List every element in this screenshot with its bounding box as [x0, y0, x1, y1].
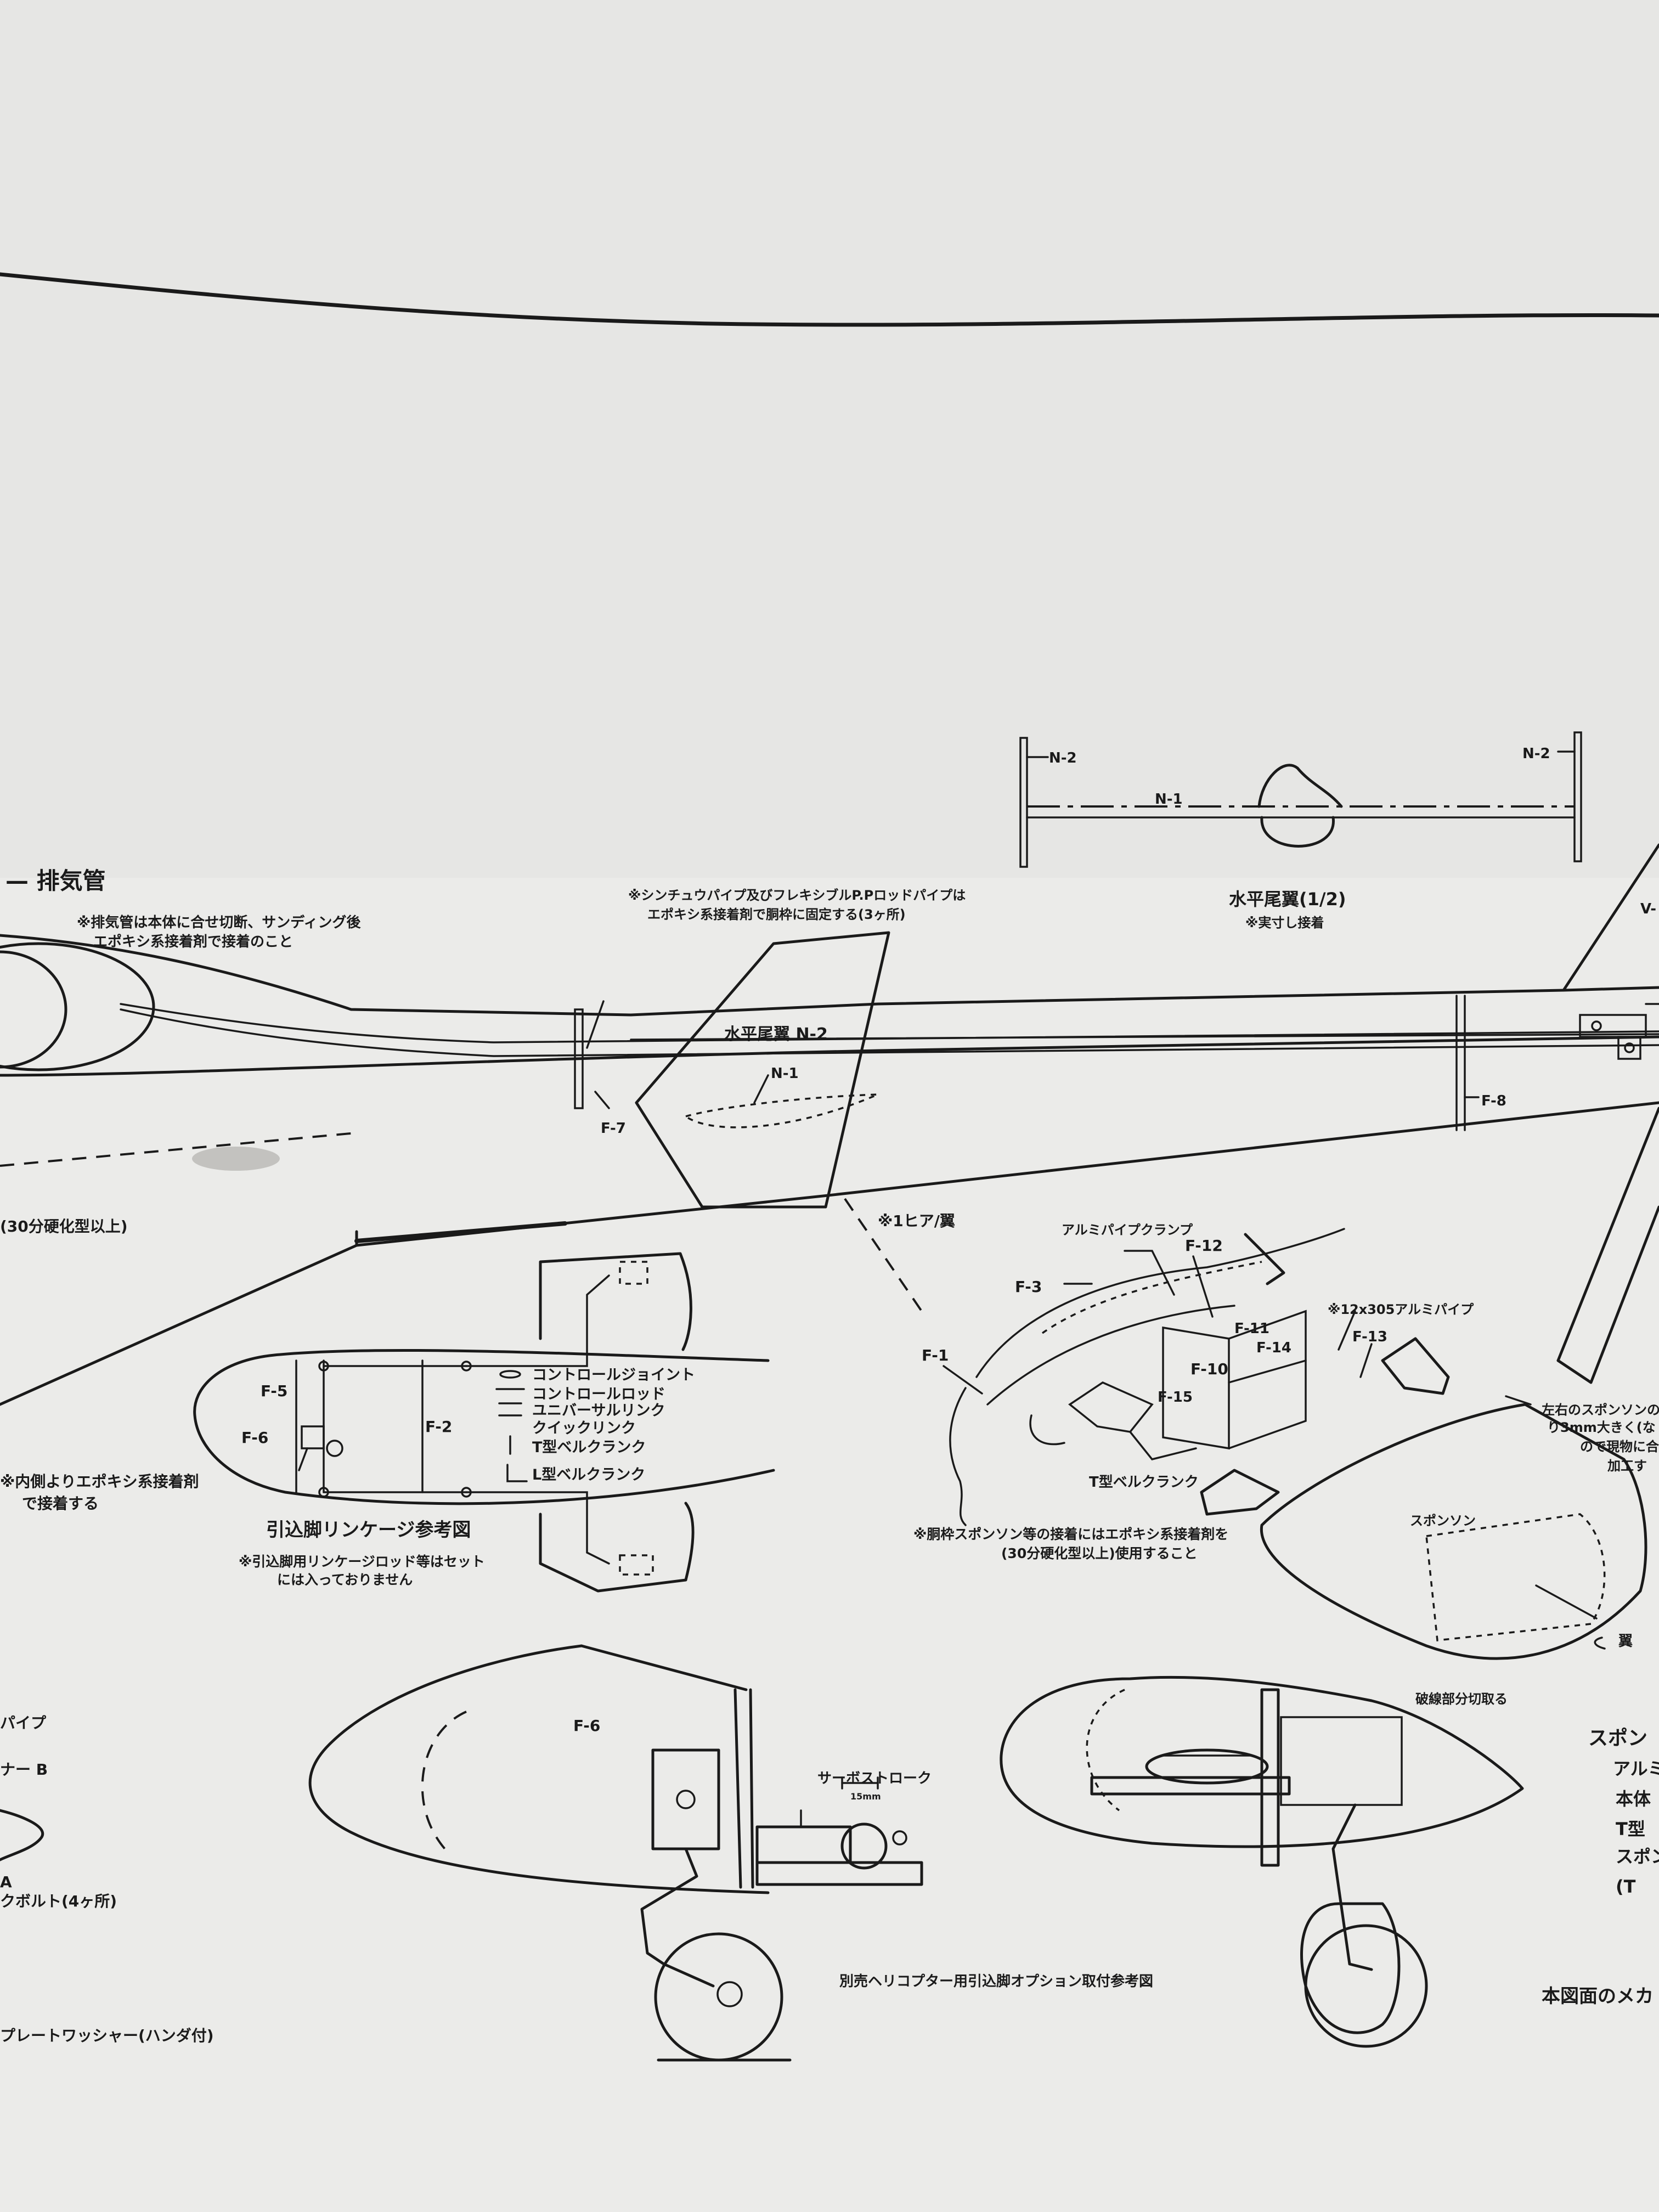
legend-t-bellcrank: T型ベルクランク: [532, 1439, 646, 1456]
retract-side-view: [308, 1644, 923, 2062]
sponson-glue-1: ※胴枠スポンソン等の接着にはエポキシ系接着剤を: [913, 1526, 1228, 1542]
left-bolt: クボルト(4ヶ所): [0, 1892, 117, 1910]
wing-fix-label: 翼: [1618, 1633, 1633, 1650]
exhaust-note-2: エポキシ系接着剤で接着のこと: [93, 933, 293, 950]
pipe-note-2: エポキシ系接着剤で胴枠に固定する(3ヶ所): [647, 907, 906, 922]
f10-label: F-10: [1190, 1360, 1228, 1378]
h-stab-half: 水平尾翼(1/2): [1229, 889, 1346, 910]
exhaust-pipe-label: — 排気管: [5, 867, 106, 894]
f6-side-label: F-6: [573, 1717, 600, 1735]
right-t: T型: [1616, 1819, 1645, 1839]
tail-n1: N-1: [1155, 791, 1183, 808]
linkage-note-1: ※引込脚用リンケージロッド等はセット: [239, 1554, 485, 1570]
bulkhead-assembly-3d: [949, 1228, 1450, 1526]
f5-label: F-5: [261, 1382, 287, 1400]
right-body: 本体: [1616, 1788, 1651, 1809]
f12-label: F-12: [1185, 1237, 1223, 1255]
legend-quick-link: クイックリンク: [532, 1420, 636, 1437]
right-spon2: スポン: [1616, 1846, 1659, 1867]
right-alumi: アルミ: [1613, 1758, 1659, 1779]
exhaust-note-1: ※排気管は本体に合せ切断、サンディング後: [77, 914, 361, 931]
left-washer: プレートワッシャー(ハンダ付): [0, 2027, 214, 2045]
left-partial-outline: [0, 1809, 44, 1861]
sponson-view: [1260, 1395, 1647, 1660]
epoxy-30min-left: (30分硬化型以上): [0, 1217, 128, 1235]
hinge-note: ※1ヒア/翼: [878, 1212, 955, 1230]
right-sponson: スポン: [1588, 1726, 1647, 1750]
sponson-side-2: り3mm大きく(な: [1547, 1420, 1656, 1435]
f7-label: F-7: [601, 1120, 626, 1137]
f6-plan-label: F-6: [241, 1429, 268, 1447]
f13-label: F-13: [1352, 1329, 1387, 1345]
sponson-side-4: 加工す: [1607, 1458, 1647, 1474]
right-mechanism: 本図面のメカ: [1542, 1985, 1654, 2007]
retract-front-view: [1000, 1675, 1524, 2048]
f2-label: F-2: [425, 1418, 452, 1436]
left-tner: ナー B: [0, 1760, 48, 1779]
linkage-title: 引込脚リンケージ参考図: [266, 1519, 471, 1541]
f1-label: F-1: [922, 1346, 949, 1364]
servo-stroke: サーボストローク: [817, 1770, 932, 1787]
linkage-note-2: には入っておりません: [277, 1572, 413, 1588]
sponson-side-3: ので現物に合: [1580, 1439, 1659, 1454]
tail-n2-right: N-2: [1522, 746, 1550, 762]
left-a: A: [0, 1873, 12, 1891]
inner-note-1: ※内側よりエポキシ系接着剤: [0, 1472, 199, 1491]
alu-pipe-size: ※12x305アルミパイプ: [1328, 1302, 1474, 1317]
f3-label: F-3: [1015, 1278, 1042, 1296]
leader-line: [1124, 1250, 1175, 1296]
f11-label: F-11: [1234, 1321, 1269, 1337]
sponson-label: スポンソン: [1410, 1513, 1476, 1528]
f14-label: F-14: [1256, 1340, 1291, 1356]
f15-label: F-15: [1158, 1389, 1193, 1406]
n1-inner-label: N-1: [771, 1065, 799, 1082]
inner-note-2: で接着する: [22, 1494, 99, 1513]
annotations: — 排気管 ※排気管は本体に合せ切断、サンディング後 エポキシ系接着剤で接着のこ…: [0, 746, 1659, 2045]
servo-mm: 15mm: [850, 1791, 881, 1802]
legend-l-bellcrank: L型ベルクランク: [532, 1466, 645, 1483]
linkage-plan-view: [193, 1252, 775, 1593]
h-stab-half-note: ※実寸し接着: [1245, 915, 1324, 930]
legend-control-rod: コントロールロッド: [532, 1386, 665, 1403]
legend-universal-link: ユニバーサルリンク: [532, 1402, 665, 1419]
tail-n2-left: N-2: [1049, 750, 1077, 766]
sponson-side-1: 左右のスポンソンの: [1542, 1402, 1659, 1418]
legend-control-joint: コントロールジョイント: [532, 1367, 695, 1384]
sponson-glue-2: (30分硬化型以上)使用すること: [1001, 1545, 1198, 1561]
f8-label: F-8: [1481, 1093, 1506, 1109]
h-stab-n2-label: 水平尾翼 N-2: [724, 1025, 828, 1044]
tail-plan-view: [1019, 731, 1582, 868]
cut-note: 破線部分切取る: [1415, 1691, 1508, 1707]
fuselage-side-view: [0, 843, 1659, 1406]
left-pipe: パイプ: [0, 1714, 47, 1732]
heli-note: 別売ヘリコプター用引込脚オプション取付参考図: [839, 1973, 1153, 1990]
right-paren: (T: [1616, 1876, 1636, 1897]
pipe-note-1: ※シンチュウパイプ及びフレキシブルP.Pロッドパイプは: [628, 888, 966, 903]
t-bellcrank-3d: T型ベルクランク: [1089, 1474, 1199, 1491]
v-label: V-: [1640, 901, 1656, 917]
alu-pipe-clamp: アルミパイプクランプ: [1062, 1222, 1193, 1238]
